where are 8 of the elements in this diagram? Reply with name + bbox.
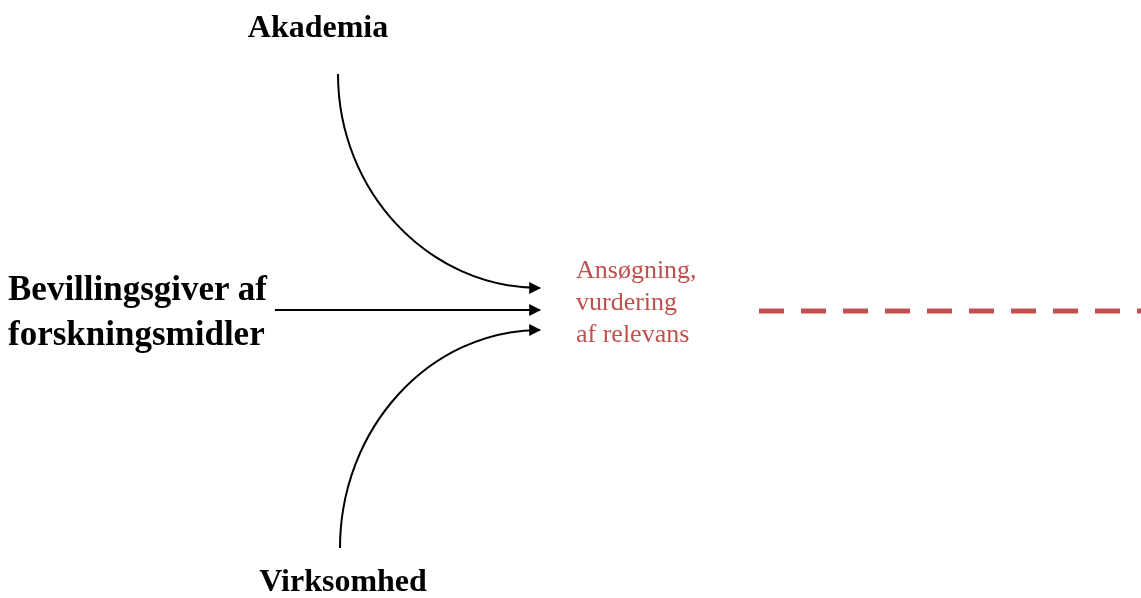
dashed-line [759, 308, 1141, 314]
arrow [337, 73, 542, 294]
arrow [273, 304, 542, 316]
stakeholder-label: Virksomhed [258, 562, 428, 598]
stakeholder-label: Akademia [246, 8, 390, 45]
stakeholder-label: Bevillingsgiver af forskningsmidler [8, 268, 269, 355]
process-label: Ansøgning, vurdering af relevans [576, 254, 698, 350]
arrow [339, 324, 542, 549]
